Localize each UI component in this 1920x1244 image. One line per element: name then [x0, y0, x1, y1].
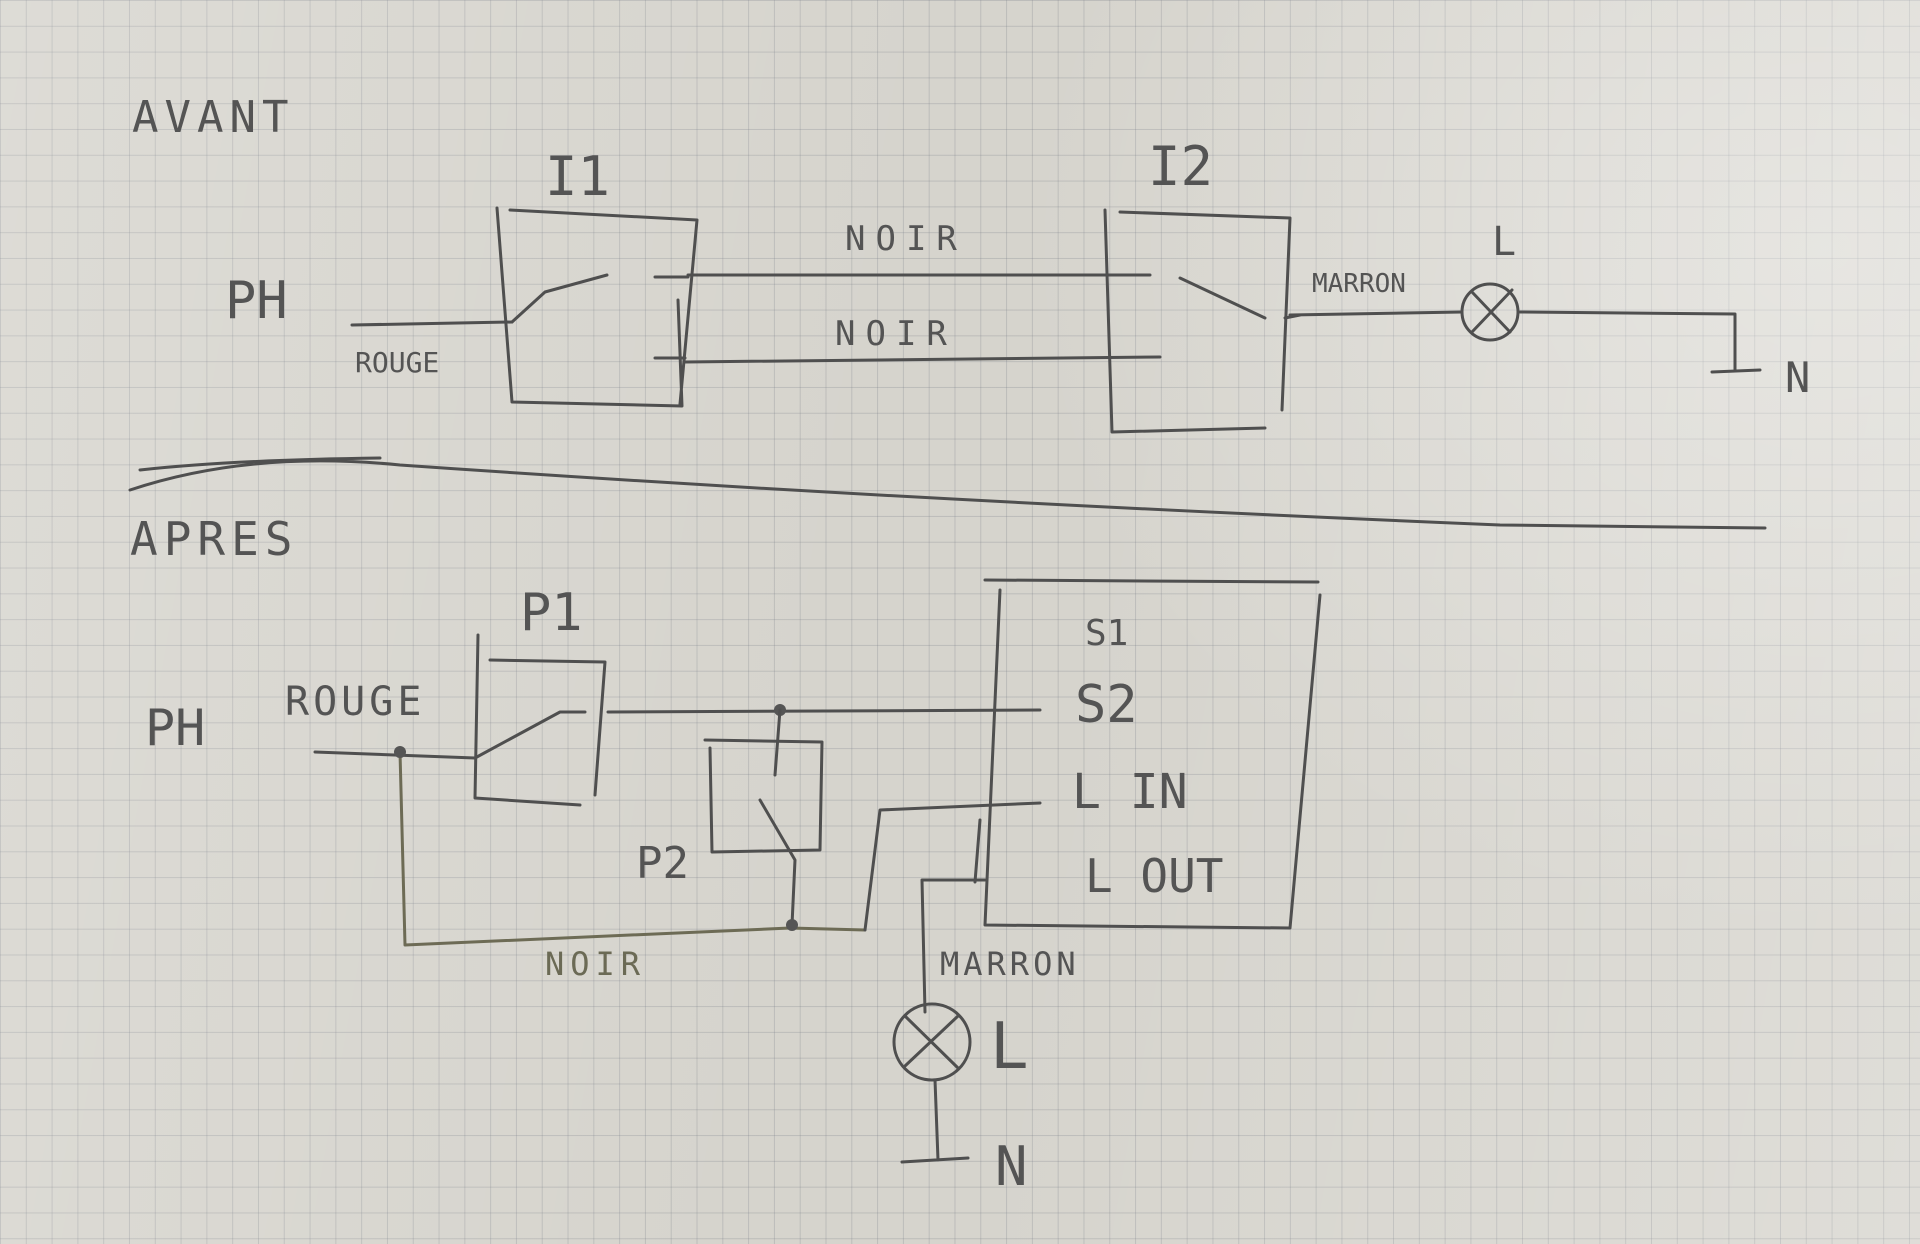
after-title: APRES [130, 512, 298, 566]
module-lout-label: L OUT [1085, 849, 1223, 903]
before-phase-label: PH [225, 271, 288, 331]
module-box [983, 578, 1322, 930]
before-marron-wire [1288, 310, 1464, 317]
lout-stub [973, 818, 982, 884]
lin-wire [863, 801, 1042, 932]
before-neutral-wire [1518, 310, 1762, 374]
p2-label: P2 [636, 838, 689, 889]
module-s2-label: S2 [1075, 675, 1138, 735]
before-marron-label: MARRON [1312, 269, 1406, 299]
i2-box [1103, 208, 1292, 434]
after-noir-label: NOIR [545, 945, 646, 983]
i2-contact [1178, 276, 1267, 320]
before-lamp-label: L [1492, 219, 1516, 265]
before-title: AVANT [132, 92, 294, 143]
p1-label: P1 [520, 583, 583, 643]
after-noir-loop [398, 750, 867, 947]
after-lamp-label: L [990, 1010, 1029, 1084]
before-rouge-wire [350, 320, 514, 327]
after-marron-label: MARRON [940, 945, 1080, 983]
before-section: AVANT PH ROUGE I1 NOIR NOIR I2 MARRON L [132, 92, 1810, 434]
s2-wire [606, 708, 1042, 714]
after-neutral-wire [900, 1078, 970, 1164]
i2-label: I2 [1148, 135, 1213, 198]
before-lamp-icon [1460, 282, 1520, 342]
before-rouge-label: ROUGE [355, 346, 439, 379]
before-noir-bottom-label: NOIR [835, 314, 957, 354]
i1-contact [510, 273, 609, 324]
after-rouge-label: ROUGE [285, 679, 425, 725]
lout-wire [920, 878, 987, 1014]
p2-box [703, 738, 824, 854]
after-neutral-label: N [995, 1135, 1028, 1198]
i1-label: I1 [545, 145, 610, 208]
after-phase-label: PH [145, 699, 205, 757]
p1-contact [473, 710, 587, 760]
i1-box [495, 206, 699, 408]
p1-box [473, 633, 607, 807]
junction-dot-3 [786, 919, 798, 931]
before-noir-wire-bottom [683, 355, 1162, 364]
after-section: APRES PH ROUGE NOIR P1 P2 S1 S2 L IN L O… [130, 512, 1322, 1198]
before-neutral-label: N [1785, 353, 1810, 402]
module-lin-label: L IN [1072, 764, 1188, 820]
junction-dot-1 [394, 746, 406, 758]
after-lamp-icon [892, 1002, 972, 1082]
section-divider [128, 456, 1767, 530]
before-noir-top-label: NOIR [845, 219, 967, 259]
module-s1-label: S1 [1085, 613, 1128, 654]
p2-contact [758, 708, 797, 927]
